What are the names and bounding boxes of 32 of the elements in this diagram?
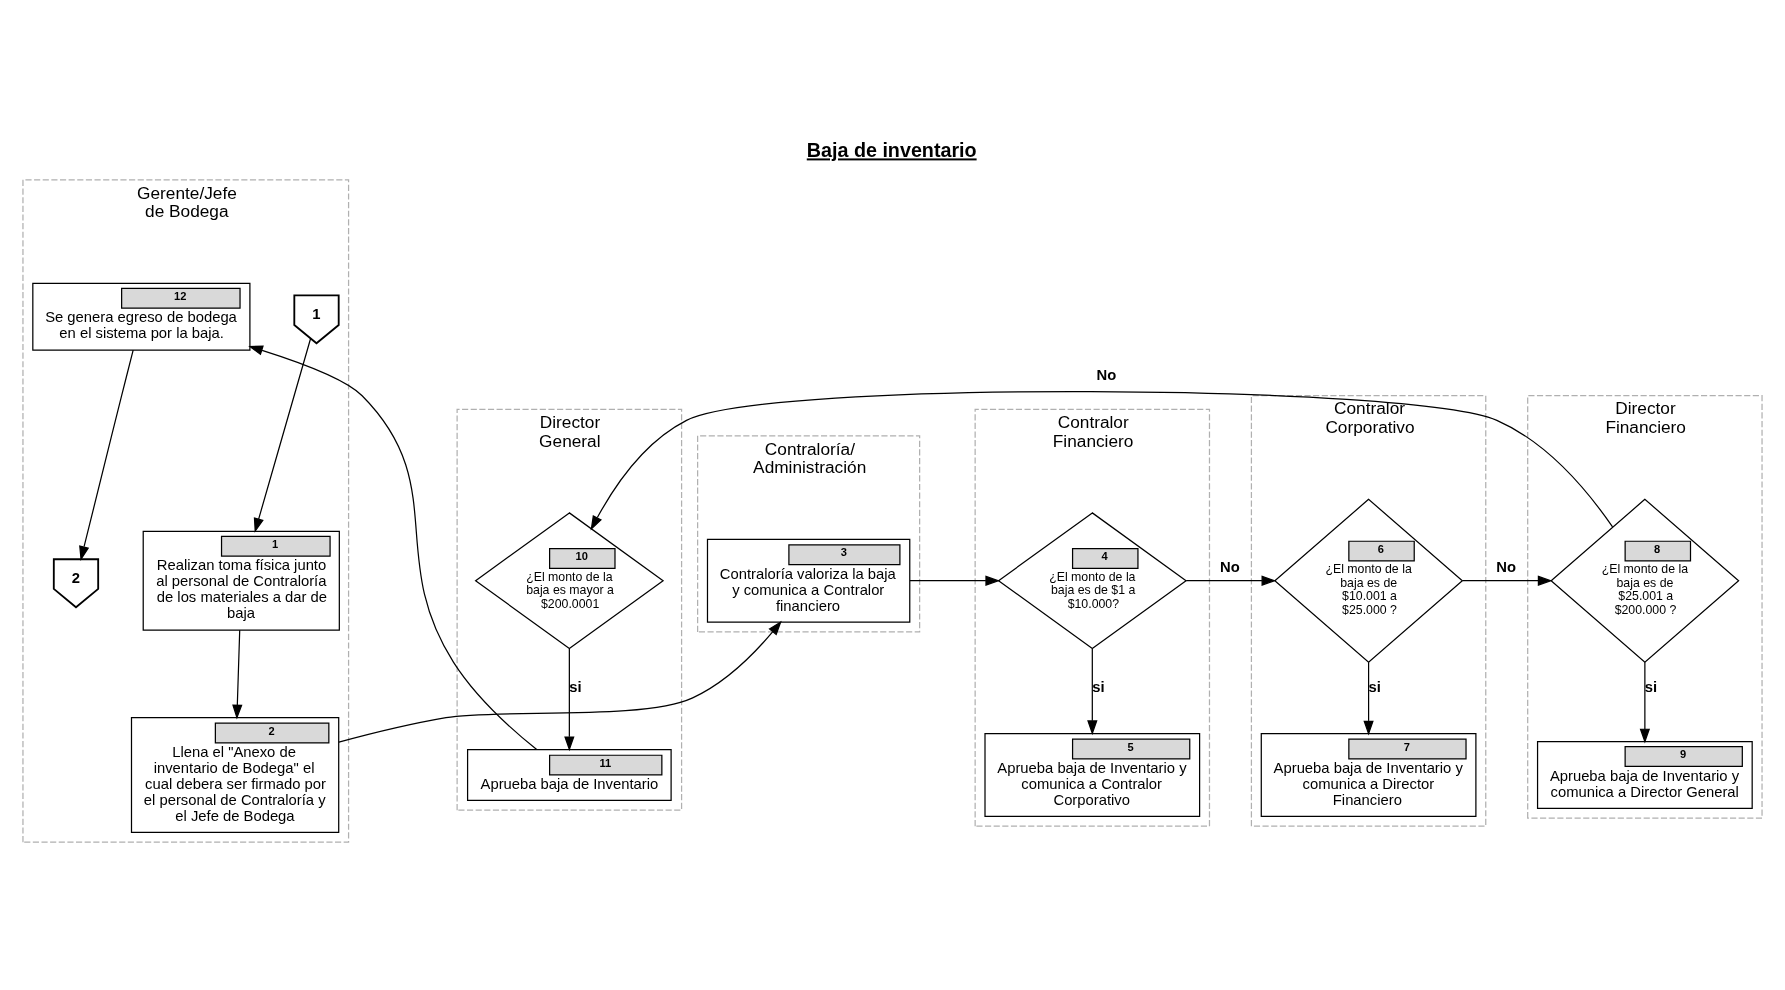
arrow	[1461, 575, 1553, 586]
edge-label: No	[1219, 558, 1240, 575]
arrow	[253, 337, 312, 533]
edge-label: si	[1092, 679, 1105, 696]
edge-label: No	[1496, 558, 1516, 575]
arrow	[1363, 661, 1374, 736]
node-box: 12 Se genera egreso de bodega en el sistema por la baja.	[32, 282, 251, 351]
edge-label: No	[1096, 367, 1117, 384]
node-diamond: 4 ¿El monto de la baja es de $1 a $10.000?	[997, 512, 1188, 650]
node-box: 11 Aprueba baja de Inventario	[467, 749, 672, 801]
node-diamond: 8 ¿El monto de la baja es de $25.001 a $200.000 ?	[1550, 498, 1740, 663]
edge-label: si	[569, 679, 582, 696]
arrow	[338, 620, 782, 743]
arrow	[1185, 575, 1277, 586]
node-box: 9 Aprueba baja de Inventario y comunica a Director General	[1536, 741, 1753, 809]
edge-label: si	[1644, 679, 1658, 696]
arrow	[248, 345, 538, 751]
arrow	[564, 648, 575, 752]
arrow	[909, 575, 1001, 586]
arrow	[232, 629, 243, 720]
node-diamond: 6 ¿El monto de la baja es de $10.001 a $25.000 ?	[1273, 498, 1464, 663]
arrow	[79, 349, 134, 561]
node-box: 5 Aprueba baja de Inventario y comunica a Contralor Corporativo	[984, 733, 1201, 817]
arrow	[1087, 648, 1098, 736]
node-box: 7 Aprueba baja de Inventario y comunica a Director Financiero	[1260, 733, 1477, 817]
node-box: 2 Llena el "Anexo de inventario de Bodega" el cual debera ser firmado por el personal de Contraloría y el Jefe de Bodega	[130, 717, 340, 833]
arrow	[590, 390, 1614, 531]
diagram-title: Baja de inventario	[806, 139, 977, 162]
node-box: 1 Realizan toma física junto al personal de Contraloría de los materiales a dar de baja	[142, 530, 340, 631]
arrow	[1639, 661, 1651, 744]
node-box: 3 Contraloría valoriza la baja y comunica a Contralor financiero	[706, 538, 911, 623]
edge-label: si	[1368, 679, 1381, 696]
